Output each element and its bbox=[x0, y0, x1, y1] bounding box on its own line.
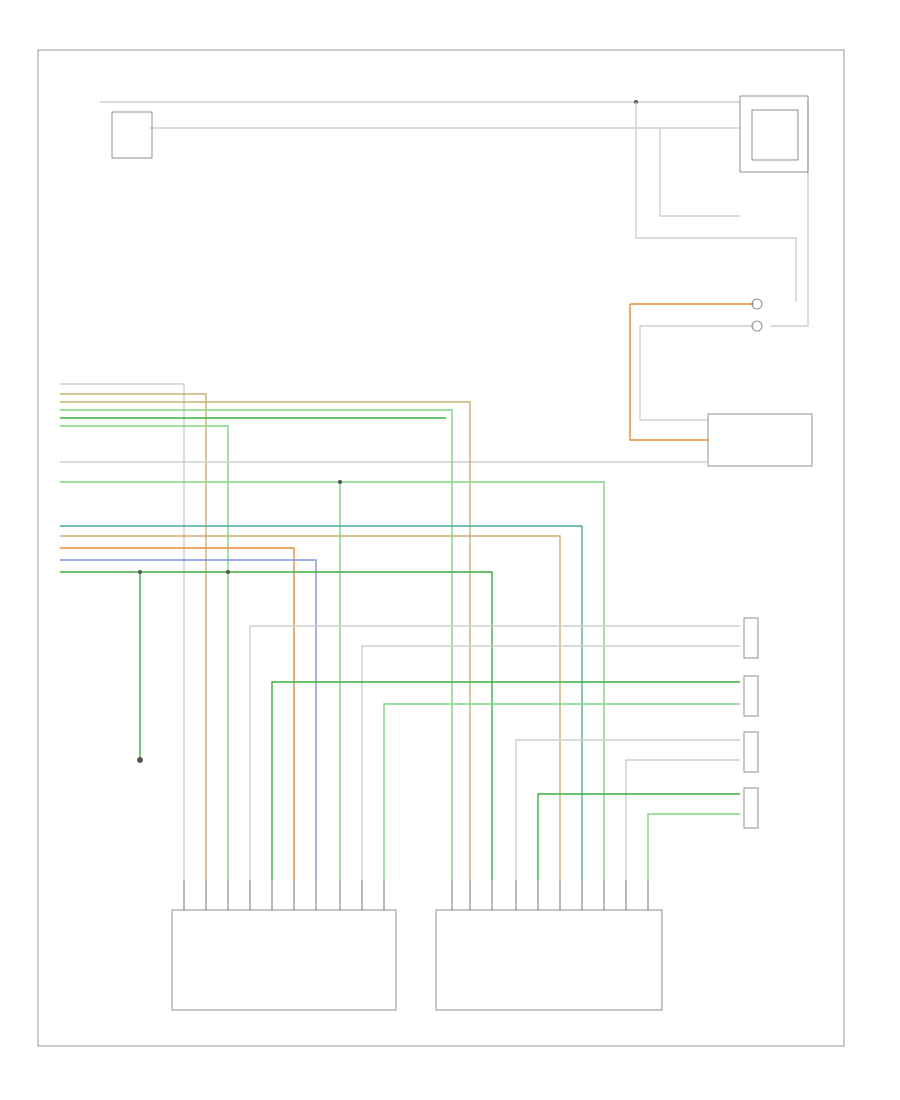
wire-r2 bbox=[361, 645, 740, 880]
wire-r3 bbox=[271, 681, 740, 880]
module-right-middle-box bbox=[707, 413, 813, 467]
motor-connector-1 bbox=[743, 617, 759, 659]
module-top-right-inner bbox=[751, 109, 799, 161]
left-front-door-module-box bbox=[435, 909, 663, 1011]
module-top-right-box bbox=[739, 95, 809, 173]
wire-top-drop-2 bbox=[635, 102, 797, 302]
right-front-door-module-box bbox=[171, 909, 397, 1011]
module-top-right bbox=[739, 95, 809, 173]
right-front-door-module-pins bbox=[183, 880, 385, 910]
wire-r6 bbox=[625, 759, 740, 880]
module-right-middle bbox=[400, 304, 813, 467]
wire-r1 bbox=[249, 625, 740, 880]
wire-r4 bbox=[383, 703, 740, 880]
connector-pin-1 bbox=[751, 298, 763, 310]
wire-orange-down bbox=[629, 304, 708, 441]
connector-mid-right bbox=[630, 298, 763, 332]
left-harness-lower bbox=[60, 525, 583, 880]
motor-connector-4-box bbox=[743, 787, 759, 829]
wire-top-drop bbox=[659, 128, 740, 217]
left-front-door-module-pins bbox=[451, 880, 649, 910]
wire-r5 bbox=[515, 739, 740, 880]
wire-u6 bbox=[60, 425, 229, 880]
motor-connector-2 bbox=[743, 675, 759, 717]
motor-connector-3 bbox=[743, 731, 759, 773]
wire-l4 bbox=[60, 559, 317, 880]
top-harness bbox=[100, 100, 809, 327]
left-sensor-ground bbox=[137, 757, 143, 763]
wire-u2 bbox=[60, 393, 207, 880]
left-sensor bbox=[137, 757, 143, 763]
door-switch bbox=[111, 111, 153, 159]
wire-right-mid-2 bbox=[639, 326, 708, 421]
wire-u4 bbox=[60, 409, 453, 880]
splice-l6 bbox=[138, 570, 142, 574]
wire-l1 bbox=[60, 525, 583, 880]
right-front-door-module bbox=[171, 880, 397, 1011]
wire-l5 bbox=[60, 571, 493, 880]
wire-l2 bbox=[60, 535, 561, 880]
wire-u3 bbox=[60, 401, 471, 880]
connector-pin-2 bbox=[751, 320, 763, 332]
wire-tr-loop bbox=[770, 100, 809, 327]
wire-r7 bbox=[537, 793, 740, 880]
motor-connector-2-box bbox=[743, 675, 759, 717]
left-harness-upper bbox=[60, 383, 605, 880]
motor-connector-4 bbox=[743, 787, 759, 829]
diagram-frame bbox=[37, 49, 845, 1047]
motor-connector-1-box bbox=[743, 617, 759, 659]
splice-u9 bbox=[338, 480, 342, 484]
wire-r8 bbox=[647, 813, 740, 880]
wire-u8 bbox=[60, 481, 605, 880]
left-front-door-module bbox=[435, 880, 663, 1011]
wire-u1 bbox=[60, 383, 185, 880]
motor-connector-3-box bbox=[743, 731, 759, 773]
splice-l6b bbox=[226, 570, 230, 574]
right-window-wires bbox=[249, 625, 740, 880]
wire-l3 bbox=[60, 547, 295, 880]
door-switch-box bbox=[111, 111, 153, 159]
